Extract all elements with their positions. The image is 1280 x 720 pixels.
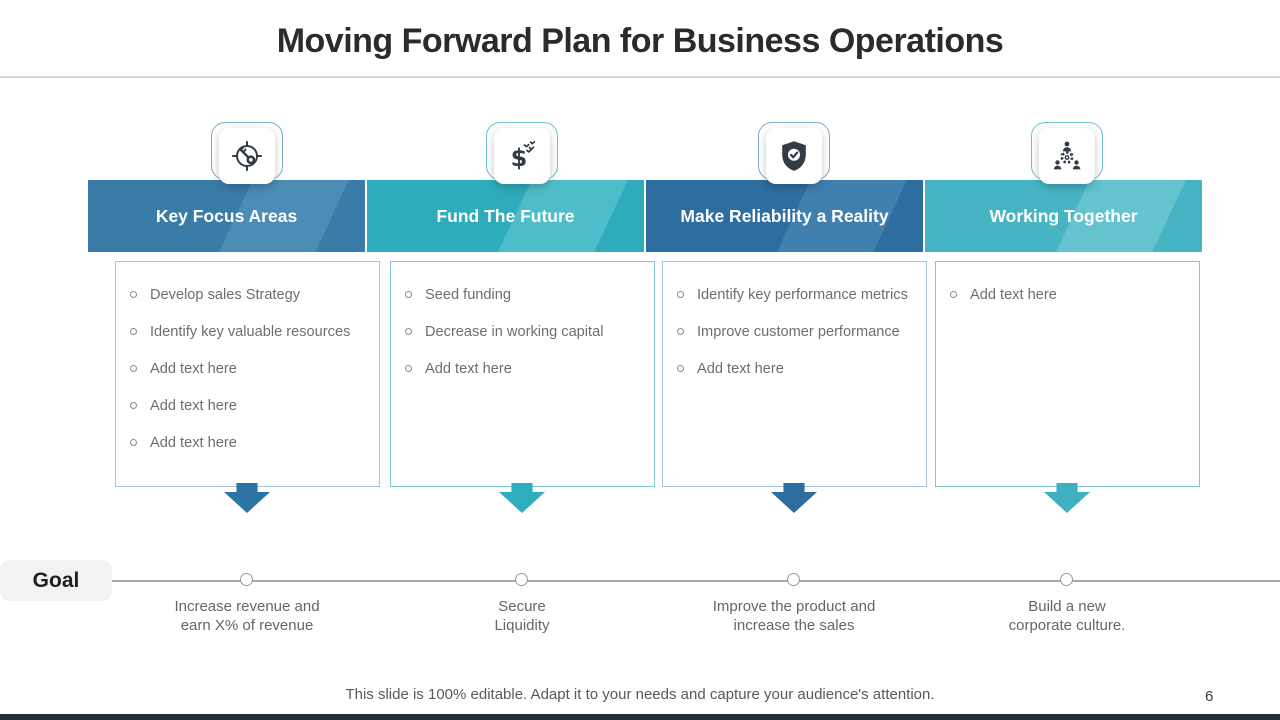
goal-label-chip: Goal xyxy=(0,560,112,601)
bullet-box: Add text here xyxy=(935,261,1200,487)
timeline-node xyxy=(1060,573,1073,586)
bullet-item: Decrease in working capital xyxy=(403,323,648,342)
bullet-circle-icon xyxy=(130,402,137,409)
svg-text:$: $ xyxy=(511,144,528,172)
page-title: Moving Forward Plan for Business Operati… xyxy=(276,22,1004,60)
bullet-circle-icon xyxy=(130,439,137,446)
bullet-circle-icon xyxy=(405,365,412,372)
team-gear-icon xyxy=(1039,128,1095,184)
bullet-circle-icon xyxy=(130,365,137,372)
page-number: 6 xyxy=(1205,688,1214,705)
column-header-label: Make Reliability a Reality xyxy=(680,205,889,226)
column-header-label: Working Together xyxy=(989,205,1138,226)
bullet-circle-icon xyxy=(130,291,137,298)
timeline-node xyxy=(515,573,528,586)
title-divider xyxy=(0,76,1280,78)
shield-check-icon xyxy=(766,128,822,184)
bullet-item: Develop sales Strategy xyxy=(128,286,373,305)
bullet-item: Add text here xyxy=(403,360,648,379)
bullet-item: Add text here xyxy=(128,434,373,453)
column-header-banner: Fund The Future xyxy=(367,180,644,252)
goal-label: Goal xyxy=(32,568,80,592)
icon-frame xyxy=(758,122,830,184)
footer-note: This slide is 100% editable. Adapt it to… xyxy=(345,686,935,703)
icon-frame xyxy=(211,122,283,184)
bullet-circle-icon xyxy=(405,291,412,298)
bullet-box: Identify key performance metrics Improve… xyxy=(662,261,927,487)
bullet-box: Develop sales Strategy Identify key valu… xyxy=(115,261,380,487)
goal-text: Increase revenue and earn X% of revenue xyxy=(174,598,320,634)
bullet-item: Identify key valuable resources xyxy=(128,323,373,342)
bullet-circle-icon xyxy=(677,365,684,372)
bullet-list: Seed funding Decrease in working capital… xyxy=(403,286,648,379)
timeline-line xyxy=(112,580,1280,582)
down-arrow-icon xyxy=(499,483,545,513)
column-header-label: Fund The Future xyxy=(436,205,575,226)
icon-frame: $ xyxy=(486,122,558,184)
bullet-item: Add text here xyxy=(948,286,1193,305)
goal-text: Improve the product and increase the sal… xyxy=(712,598,876,634)
dollar-growth-icon: $ xyxy=(494,128,550,184)
column-header-banner: Make Reliability a Reality xyxy=(646,180,923,252)
bullet-list: Develop sales Strategy Identify key valu… xyxy=(128,286,373,453)
bullet-circle-icon xyxy=(677,328,684,335)
down-arrow-icon xyxy=(1044,483,1090,513)
key-target-icon xyxy=(219,128,275,184)
bullet-box: Seed funding Decrease in working capital… xyxy=(390,261,655,487)
bullet-item: Add text here xyxy=(675,360,920,379)
column-header-banner: Working Together xyxy=(925,180,1202,252)
bullet-list: Identify key performance metrics Improve… xyxy=(675,286,920,379)
down-arrow-icon xyxy=(771,483,817,513)
bullet-item: Add text here xyxy=(128,397,373,416)
icon-frame xyxy=(1031,122,1103,184)
timeline-node xyxy=(787,573,800,586)
bullet-item: Improve customer performance xyxy=(675,323,920,342)
down-arrow-icon xyxy=(224,483,270,513)
column-header-banner: Key Focus Areas xyxy=(88,180,365,252)
bottom-bar xyxy=(0,714,1280,720)
bullet-circle-icon xyxy=(677,291,684,298)
timeline-node xyxy=(240,573,253,586)
goal-text: Secure Liquidity xyxy=(494,598,550,634)
bullet-item: Identify key performance metrics xyxy=(675,286,920,305)
column-header-label: Key Focus Areas xyxy=(155,205,298,226)
bullet-item: Seed funding xyxy=(403,286,648,305)
bullet-circle-icon xyxy=(130,328,137,335)
goal-text: Build a new corporate culture. xyxy=(1008,598,1126,634)
bullet-item: Add text here xyxy=(128,360,373,379)
bullet-circle-icon xyxy=(950,291,957,298)
bullet-circle-icon xyxy=(405,328,412,335)
bullet-list: Add text here xyxy=(948,286,1193,305)
